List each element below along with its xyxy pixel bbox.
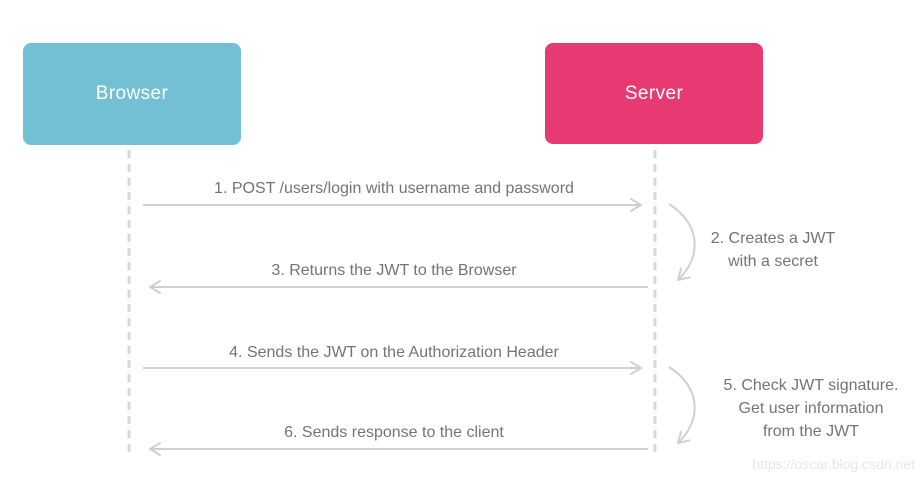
message-2-label: 2. Creates a JWT with a secret — [700, 227, 846, 273]
message-5-self-loop-arrow — [668, 366, 696, 444]
message-5-label-line1: 5. Check JWT signature. — [723, 377, 899, 394]
server-actor-box: Server — [545, 43, 763, 144]
message-1-label: 1. POST /users/login with username and p… — [214, 180, 574, 197]
message-2-label-line2: with a secret — [728, 253, 818, 270]
message-2-label-line1: 2. Creates a JWT — [710, 230, 836, 247]
browser-actor-box: Browser — [23, 43, 241, 145]
browser-actor-label: Browser — [95, 83, 169, 104]
watermark: https://oscar.blog.csdn.net — [752, 456, 915, 472]
message-5-label: 5. Check JWT signature. Get user informa… — [700, 374, 922, 443]
message-2-self-loop-arrow — [668, 203, 696, 281]
message-4-label: 4. Sends the JWT on the Authorization He… — [229, 344, 559, 361]
message-6-label: 6. Sends response to the client — [284, 424, 504, 441]
server-actor-label: Server — [624, 82, 684, 104]
message-3-label: 3. Returns the JWT to the Browser — [271, 262, 517, 279]
message-5-label-line3: from the JWT — [762, 423, 859, 440]
message-5-label-line2: Get user information — [738, 400, 884, 417]
